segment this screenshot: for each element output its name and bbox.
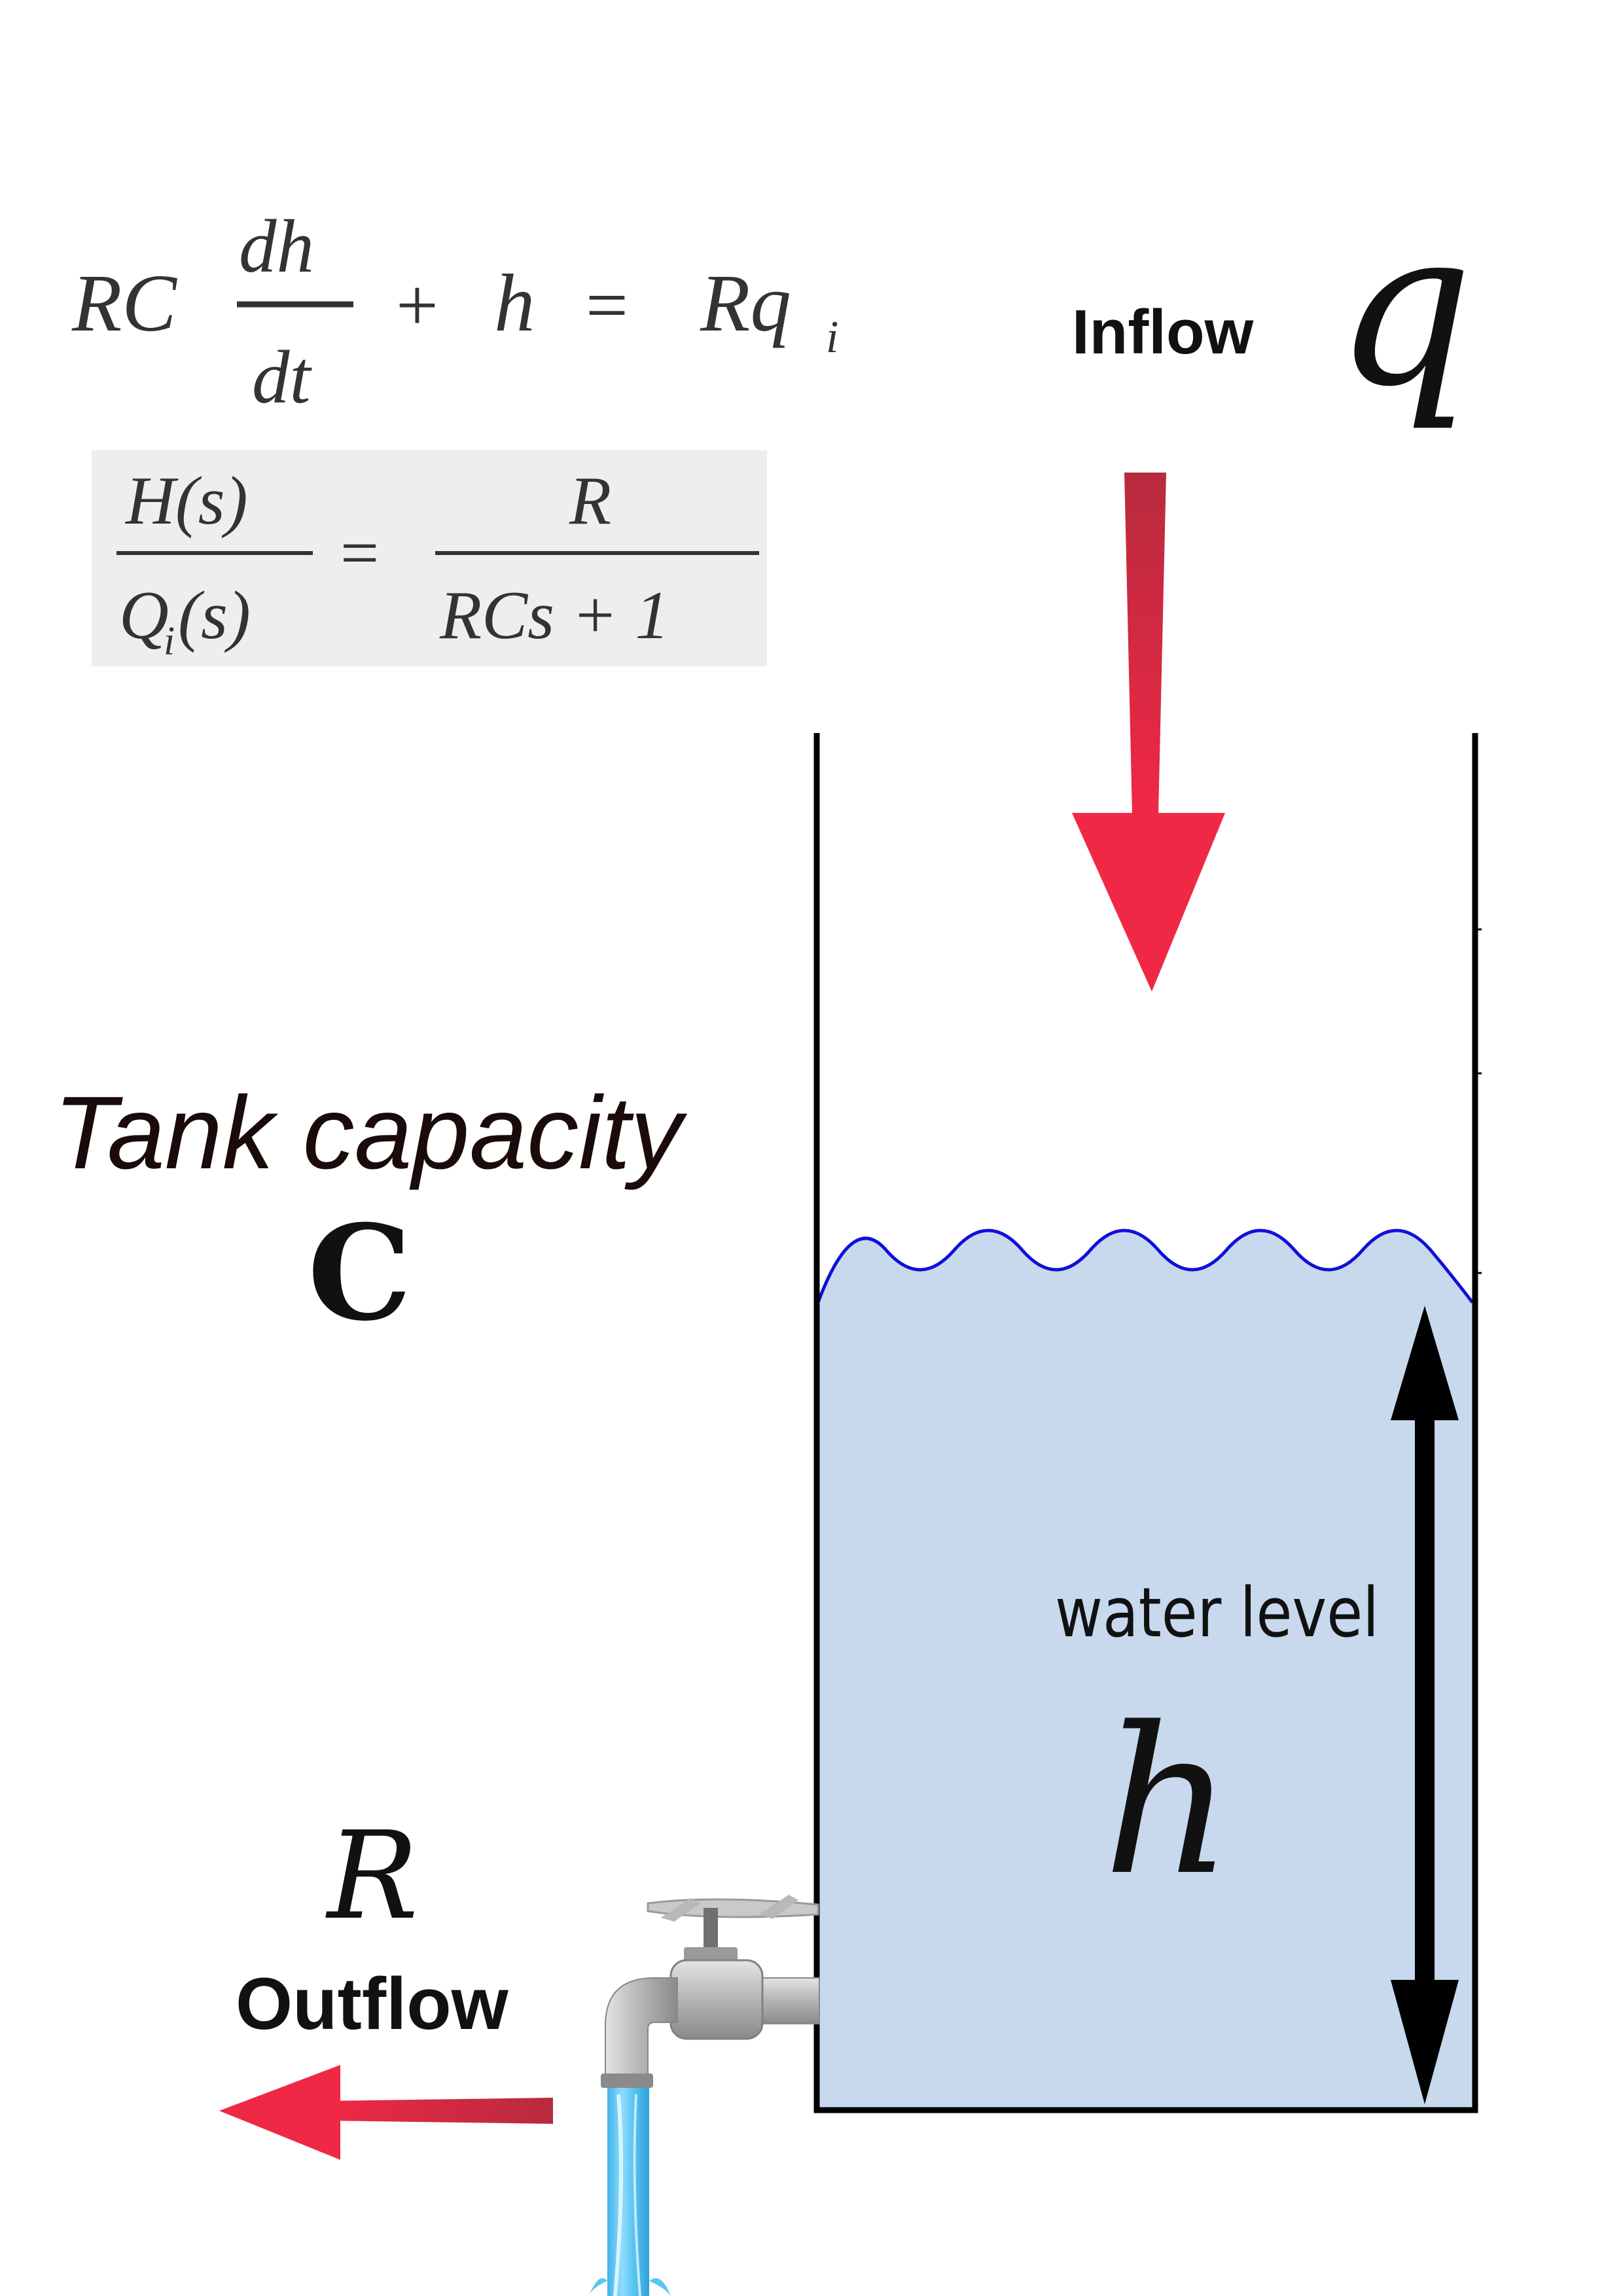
ode-plus: + <box>396 264 438 347</box>
ode-h: h <box>494 259 535 349</box>
faucet-icon <box>601 1895 820 2088</box>
ode-rhs-subscript: i <box>826 312 838 363</box>
inflow-symbol-q: q <box>1335 183 1473 434</box>
ode-frac-numerator: dh <box>239 205 314 288</box>
water-stream-icon <box>589 2088 671 2296</box>
water-body <box>818 1230 1472 2109</box>
water-level-label: water level <box>1055 1573 1379 1653</box>
resistance-symbol-r: R <box>325 1805 418 1946</box>
tf-lhs-den-main: Q <box>119 577 169 653</box>
capacity-symbol-c: C <box>308 1196 412 1350</box>
outflow-arrow-icon <box>219 2065 553 2160</box>
tank-walls <box>813 733 1478 2113</box>
inflow-label: Inflow <box>1072 297 1254 367</box>
tank-right-wall-ticks <box>1475 928 1482 1274</box>
ode-lhs-prefix: RC <box>71 259 177 349</box>
ode-frac-denominator: dt <box>252 336 313 419</box>
level-double-arrow-icon <box>1391 1306 1459 2104</box>
tf-lhs-den-subscript: i <box>164 619 175 664</box>
tank-capacity-label: Tank capacity <box>54 1075 687 1191</box>
tf-rhs-denominator: RCs + 1 <box>439 577 669 653</box>
tf-equals: = <box>340 514 379 591</box>
ode-equals: = <box>586 264 628 347</box>
transfer-function: H(s) Q i (s) = R RCs + 1 <box>92 450 767 666</box>
level-symbol-h: h <box>1103 1684 1234 1920</box>
tf-rhs-numerator: R <box>569 462 611 539</box>
tf-lhs-numerator: H(s) <box>124 462 248 539</box>
water-surface-wave <box>816 1229 1474 1304</box>
tf-lhs-den-rest: (s) <box>178 577 251 653</box>
ode-equation: RC dh dt + h = Rq i <box>71 205 838 419</box>
ode-rhs: Rq <box>700 259 791 349</box>
inflow-arrow-icon <box>1072 473 1225 992</box>
outflow-label: Outflow <box>236 1963 509 2045</box>
transfer-function-box <box>92 450 767 666</box>
